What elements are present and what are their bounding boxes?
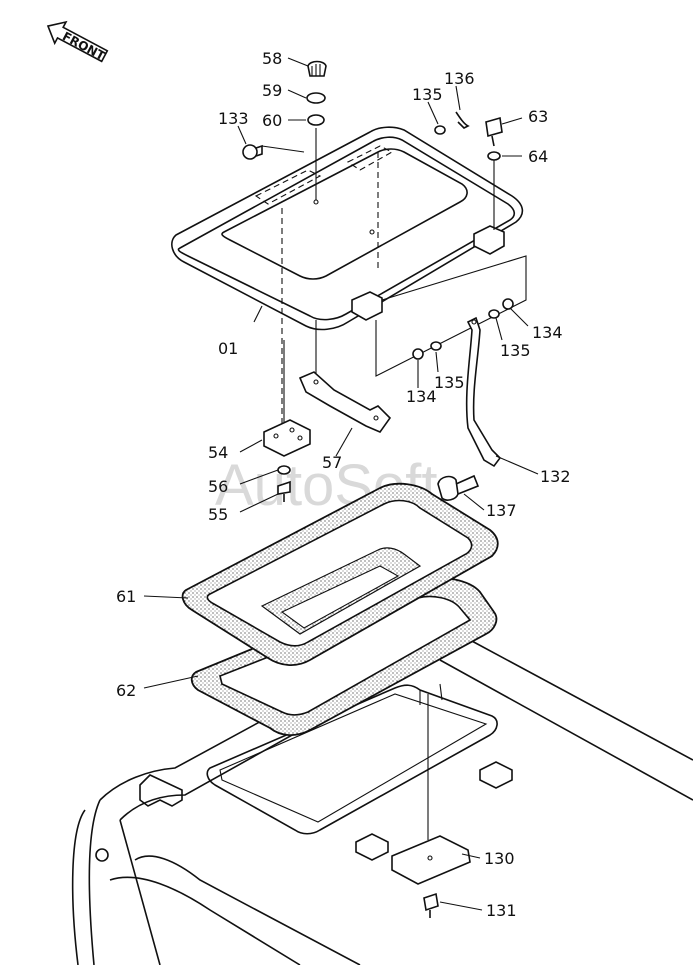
assembly-lines <box>261 128 527 840</box>
callout-134-mid: 134 <box>406 387 437 406</box>
screw-55 <box>277 480 291 502</box>
callout-61: 61 <box>116 587 136 606</box>
front-label: FRONT <box>60 29 108 63</box>
callout-55: 55 <box>208 505 228 524</box>
washer-59 <box>306 92 326 104</box>
washer-135-mid <box>430 341 442 351</box>
washer-56 <box>277 465 291 475</box>
callout-56: 56 <box>208 477 228 496</box>
callout-01: 01 <box>218 339 238 358</box>
washer-135-top <box>434 125 446 135</box>
callout-135-top: 135 <box>412 85 443 104</box>
stay-arm-132 <box>465 316 502 468</box>
callout-135-mid: 135 <box>434 373 465 392</box>
seal-61 <box>181 482 499 666</box>
callout-59: 59 <box>262 81 282 100</box>
seal-62 <box>190 576 498 736</box>
bracket-130 <box>391 835 471 885</box>
callout-labels: 58 59 60 133 135 136 63 64 01 134 135 13… <box>116 49 571 920</box>
callout-57: 57 <box>322 453 342 472</box>
washer-135-right <box>488 309 500 319</box>
callout-132: 132 <box>540 467 571 486</box>
callout-58: 58 <box>262 49 282 68</box>
cab-roof <box>71 639 693 965</box>
bolt-63 <box>485 116 503 147</box>
callout-leaders <box>143 57 539 911</box>
callout-134-right: 134 <box>532 323 563 342</box>
callout-60: 60 <box>262 111 282 130</box>
bolt-131 <box>423 892 439 918</box>
washer-134-right <box>502 298 514 310</box>
knob-58 <box>307 60 327 77</box>
callout-136: 136 <box>444 69 475 88</box>
pin-133 <box>242 144 263 160</box>
washer-134-mid <box>412 348 424 360</box>
callout-133: 133 <box>218 109 249 128</box>
callout-64: 64 <box>528 147 548 166</box>
hatch-lid <box>171 126 524 430</box>
nut-60 <box>307 114 325 126</box>
callout-62: 62 <box>116 681 136 700</box>
front-direction-arrow: FRONT <box>46 20 109 63</box>
clip-136 <box>455 111 470 129</box>
callout-131: 131 <box>486 901 517 920</box>
callout-137: 137 <box>486 501 517 520</box>
callout-135-right: 135 <box>500 341 531 360</box>
callout-54: 54 <box>208 443 228 462</box>
washer-64 <box>487 151 501 161</box>
knob-137 <box>437 474 480 501</box>
handle-57 <box>298 371 392 433</box>
callout-63: 63 <box>528 107 548 126</box>
callout-130: 130 <box>484 849 515 868</box>
bracket-54 <box>263 419 311 457</box>
